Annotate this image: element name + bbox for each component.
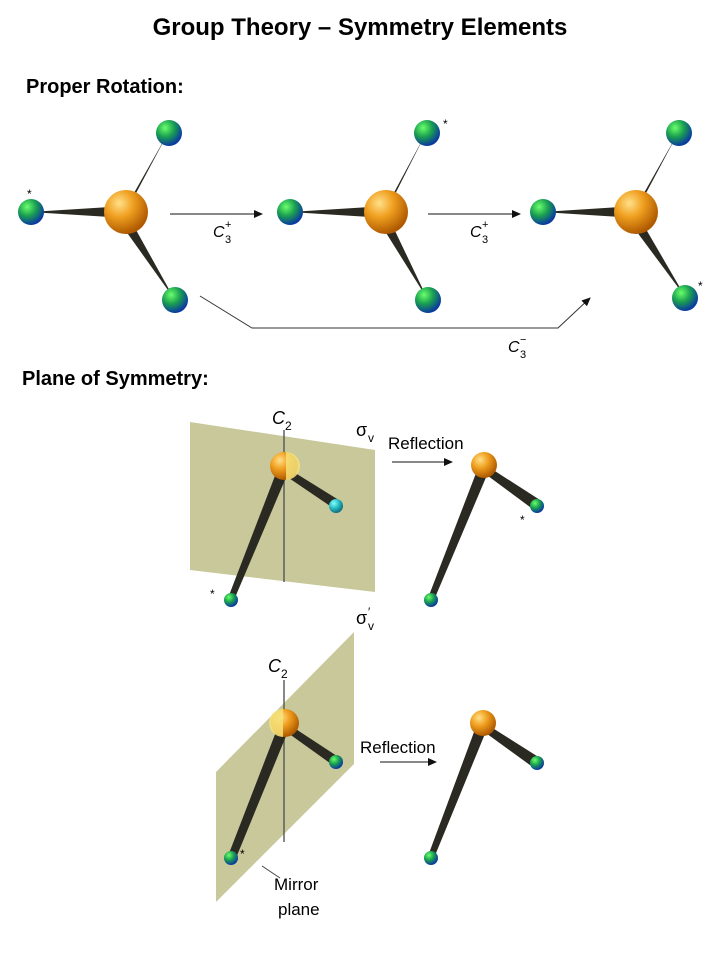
- bond: [378, 212, 428, 300]
- ligand-atom: [424, 593, 438, 607]
- plane-figure-2: *: [216, 632, 354, 902]
- plane-intersection-highlight: [269, 709, 283, 737]
- bond: [281, 722, 340, 766]
- marker-asterisk: *: [210, 587, 215, 601]
- svg-text:−: −: [520, 334, 526, 346]
- reflected-molecule-2: [424, 710, 544, 865]
- operation-label-c3-plus-2: C 3 +: [470, 219, 488, 246]
- svg-text:′: ′: [368, 605, 371, 619]
- svg-text:C: C: [508, 339, 520, 356]
- ligand-atom: [414, 120, 440, 146]
- mirror-plane-pointer: [261, 865, 281, 879]
- page-title: Group Theory – Symmetry Elements: [152, 14, 568, 41]
- ligand-atom: [530, 199, 556, 225]
- svg-text:v: v: [368, 619, 374, 633]
- bond: [636, 133, 678, 212]
- operation-label-c3-minus: C 3 −: [508, 334, 526, 361]
- molecule-2: *: [277, 117, 448, 313]
- ligand-atom: [672, 285, 698, 311]
- marker-asterisk: *: [27, 187, 32, 201]
- reflected-molecule-1: *: [424, 452, 544, 607]
- mirror-plane: [216, 632, 354, 902]
- ligand-atom: [329, 499, 343, 513]
- bond: [480, 464, 540, 510]
- svg-text:C: C: [272, 408, 286, 428]
- svg-text:C: C: [268, 656, 282, 676]
- svg-text:3: 3: [225, 234, 231, 246]
- plane-label-sigma-v: σ v: [356, 420, 374, 445]
- molecule-1: *: [18, 120, 188, 313]
- marker-asterisk: *: [698, 279, 703, 293]
- central-atom: [614, 190, 658, 234]
- reflection-label-1: Reflection: [388, 434, 464, 453]
- plane-figure-1: *: [190, 422, 375, 607]
- bond: [228, 724, 291, 858]
- central-atom: [104, 190, 148, 234]
- axis-label-c2-2: C 2: [268, 656, 288, 681]
- svg-text:+: +: [225, 219, 231, 231]
- ligand-atom: [162, 287, 188, 313]
- svg-text:C: C: [470, 224, 482, 241]
- bond: [280, 466, 342, 510]
- central-atom: [364, 190, 408, 234]
- marker-asterisk: *: [240, 847, 245, 861]
- bond: [428, 468, 490, 600]
- svg-text:+: +: [482, 219, 488, 231]
- svg-text:v: v: [368, 431, 374, 445]
- svg-text:3: 3: [520, 349, 526, 361]
- bond: [228, 468, 290, 600]
- bond: [126, 133, 168, 212]
- ligand-atom: [156, 120, 182, 146]
- section-title-proper-rotation: Proper Rotation:: [26, 76, 184, 98]
- ligand-atom: [329, 755, 343, 769]
- central-atom: [471, 452, 497, 478]
- mirror-plane-label-line1: Mirror: [274, 875, 319, 894]
- mirror-plane-label-line2: plane: [278, 900, 320, 919]
- svg-text:2: 2: [285, 419, 292, 433]
- ligand-atom: [424, 851, 438, 865]
- ligand-atom: [666, 120, 692, 146]
- molecule-3: *: [530, 120, 703, 311]
- ligand-atom: [415, 287, 441, 313]
- central-atom: [470, 710, 496, 736]
- reflection-label-2: Reflection: [360, 738, 436, 757]
- ligand-atom: [18, 199, 44, 225]
- bond: [428, 724, 489, 858]
- mirror-plane: [190, 422, 375, 592]
- bond: [290, 206, 386, 218]
- svg-text:2: 2: [281, 667, 288, 681]
- bond: [30, 206, 126, 218]
- arrow-c3-minus: [199, 295, 591, 329]
- bond: [628, 212, 686, 298]
- plane-intersection-highlight: [286, 452, 300, 480]
- ligand-atom: [277, 199, 303, 225]
- marker-asterisk: *: [443, 117, 448, 131]
- bond: [479, 722, 540, 768]
- operation-label-c3-plus-1: C 3 +: [213, 219, 231, 246]
- ligand-atom: [224, 851, 238, 865]
- ligand-atom: [530, 756, 544, 770]
- svg-text:σ: σ: [356, 420, 367, 440]
- ligand-atom: [224, 593, 238, 607]
- svg-text:C: C: [213, 224, 225, 241]
- marker-asterisk: *: [520, 513, 525, 527]
- svg-text:3: 3: [482, 234, 488, 246]
- bond: [542, 206, 636, 218]
- svg-text:σ: σ: [356, 608, 367, 628]
- axis-label-c2-1: C 2: [272, 408, 292, 433]
- section-title-plane-of-symmetry: Plane of Symmetry:: [22, 368, 209, 390]
- bond: [118, 212, 175, 300]
- bond: [386, 133, 426, 212]
- plane-label-sigma-v-prime: σ ′ v: [356, 605, 374, 633]
- ligand-atom: [530, 499, 544, 513]
